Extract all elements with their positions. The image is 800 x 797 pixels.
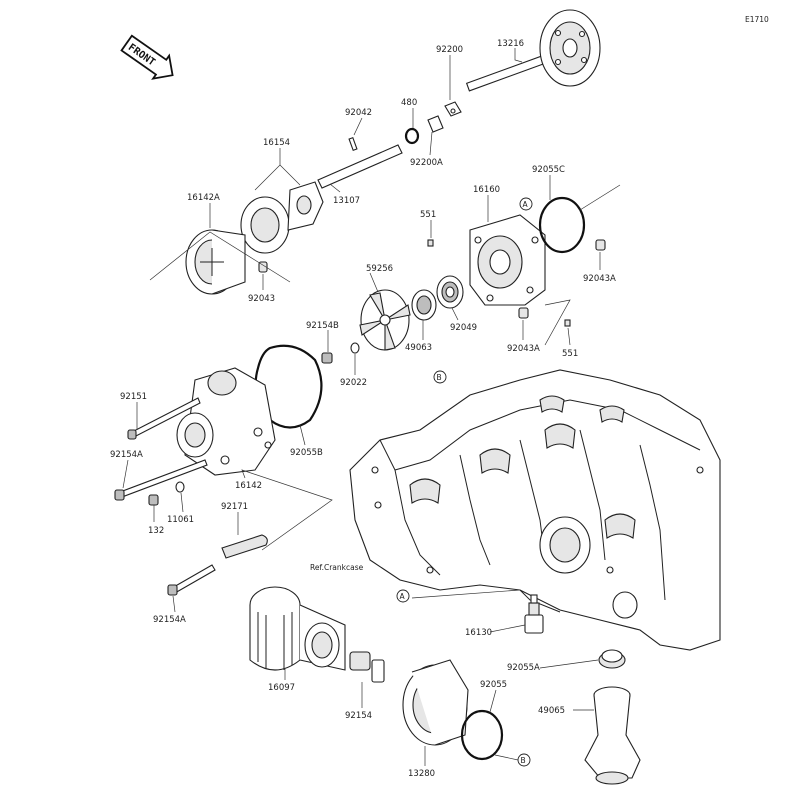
label-92171: 92171 — [221, 502, 248, 512]
label-49065: 49065 — [538, 706, 565, 716]
part-92043Ab-dowel — [518, 307, 529, 319]
label-551a: 551 — [420, 210, 436, 220]
diagram-code: E1710 — [745, 15, 769, 24]
part-92154B-bolt — [321, 352, 333, 364]
svg-text:B: B — [437, 373, 442, 382]
label-92043: 92043 — [248, 294, 275, 304]
part-92043Aa-dowel — [595, 239, 606, 251]
label-480: 480 — [401, 98, 417, 108]
label-92055A: 92055A — [507, 663, 540, 673]
part-16097-oil-filter — [249, 586, 346, 671]
part-92151-bolt — [127, 397, 201, 440]
label-92200A: 92200A — [410, 158, 443, 168]
part-92042-pin — [348, 136, 358, 152]
label-92154: 92154 — [345, 711, 372, 721]
label-551b: 551 — [562, 349, 578, 359]
label-92042: 92042 — [345, 108, 372, 118]
label-92043Aa: 92043A — [583, 274, 616, 284]
svg-text:B: B — [521, 756, 526, 765]
label-16142: 16142 — [235, 481, 262, 491]
part-13107-shaft — [317, 144, 403, 189]
part-16130-switch — [524, 594, 544, 634]
part-13280-cooler — [402, 659, 469, 746]
front-arrow-icon — [120, 34, 174, 80]
label-13107: 13107 — [333, 196, 360, 206]
label-16097: 16097 — [268, 683, 295, 693]
label-92154B: 92154B — [306, 321, 339, 331]
part-92043-dowel — [258, 261, 268, 273]
label-92154Aa: 92154A — [110, 450, 143, 460]
label-92200: 92200 — [436, 45, 463, 55]
label-13216: 13216 — [497, 39, 524, 49]
label-16154: 16154 — [263, 138, 290, 148]
part-92022-washer — [350, 342, 360, 354]
part-49063-seal — [411, 289, 437, 321]
part-13216-gear-shaft — [465, 9, 601, 92]
crankcase — [349, 369, 721, 651]
part-551a-pin — [427, 239, 434, 247]
label-16160: 16160 — [473, 185, 500, 195]
part-92154-nipple — [349, 651, 385, 683]
part-92154Aa-bolt — [114, 459, 208, 501]
label-92022: 92022 — [340, 378, 367, 388]
label-92055: 92055 — [480, 680, 507, 690]
label-13280: 13280 — [408, 769, 435, 779]
part-92200A — [427, 115, 444, 133]
part-16160-cover — [469, 214, 546, 306]
label-92055C: 92055C — [532, 165, 565, 175]
part-92154Ab-bolt — [167, 564, 216, 596]
ref-a-top: A — [519, 197, 533, 211]
part-16142-housing — [176, 367, 276, 476]
part-551b-pin — [564, 319, 571, 327]
svg-text:A: A — [400, 592, 406, 601]
label-16130: 16130 — [465, 628, 492, 638]
label-59256: 59256 — [366, 264, 393, 274]
svg-text:A: A — [523, 200, 529, 209]
ref-crankcase-label: Ref.Crankcase — [310, 563, 364, 572]
label-92049: 92049 — [450, 323, 477, 333]
part-16154-rotor — [240, 181, 324, 254]
part-92055C-oring — [538, 196, 586, 254]
part-92055-oring — [460, 709, 504, 761]
ref-a-bottom: A — [396, 589, 410, 603]
label-16142A: 16142A — [187, 193, 220, 203]
part-49065-strainer — [584, 686, 641, 785]
part-92200 — [444, 101, 462, 117]
label-92055B: 92055B — [290, 448, 323, 458]
part-59256-impeller — [359, 289, 411, 351]
part-480-circlip — [404, 127, 420, 145]
part-92049-bearing — [436, 275, 464, 309]
ref-b-bottom: B — [517, 753, 531, 767]
part-92055B-oring — [254, 344, 323, 429]
part-labels: 13216 92200 480 92042 92200A 16154 13107… — [110, 39, 616, 779]
label-49063: 49063 — [405, 343, 432, 353]
label-132: 132 — [148, 526, 164, 536]
part-132-bolt — [148, 494, 159, 506]
label-92043Ab: 92043A — [507, 344, 540, 354]
label-92151: 92151 — [120, 392, 147, 402]
label-92154Ab: 92154A — [153, 615, 186, 625]
part-16142A-pump-body — [185, 229, 246, 295]
leader-lines — [122, 48, 621, 766]
part-92171-clamp — [221, 534, 268, 559]
part-92055A-oring — [598, 649, 626, 669]
label-11061: 11061 — [167, 515, 194, 525]
front-badge: FRONT — [120, 34, 174, 80]
part-11061-gasket — [175, 481, 185, 493]
ref-b-top: B — [433, 370, 447, 384]
